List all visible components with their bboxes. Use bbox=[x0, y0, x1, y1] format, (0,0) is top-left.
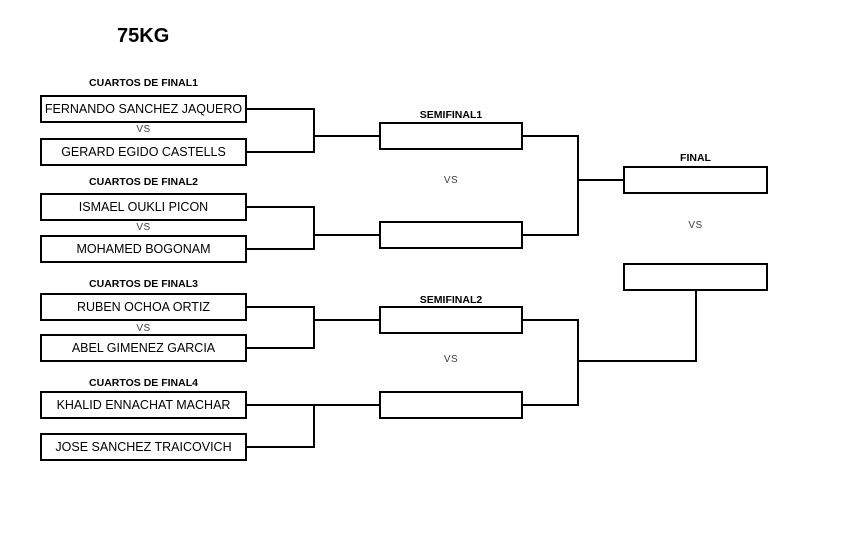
connector-line bbox=[523, 404, 578, 406]
final-slot2-box bbox=[623, 263, 768, 291]
connector-line bbox=[577, 135, 579, 236]
connector-line bbox=[247, 151, 314, 153]
connector-line bbox=[523, 135, 578, 137]
connector-line bbox=[695, 291, 697, 362]
qf4-heading: CUARTOS DE FINAL4 bbox=[89, 377, 198, 389]
connector-line bbox=[247, 306, 314, 308]
qf2-vs-label: VS bbox=[136, 222, 151, 233]
qf3-fighter2-box: ABEL GIMENEZ GARCIA bbox=[40, 334, 247, 362]
sf1-heading: SEMIFINAL1 bbox=[419, 109, 483, 121]
connector-line bbox=[247, 108, 314, 110]
connector-line bbox=[247, 248, 314, 250]
qf2-heading: CUARTOS DE FINAL2 bbox=[89, 176, 198, 188]
qf1-heading: CUARTOS DE FINAL1 bbox=[89, 77, 198, 89]
connector-line bbox=[247, 347, 314, 349]
connector-line bbox=[313, 319, 379, 321]
connector-line bbox=[313, 135, 379, 137]
connector-line bbox=[523, 319, 578, 321]
qf2-fighter1-box: ISMAEL OUKLI PICON bbox=[40, 193, 247, 221]
final-slot1-box bbox=[623, 166, 768, 194]
sf1-slot2-box bbox=[379, 221, 523, 249]
connector-line bbox=[247, 206, 314, 208]
sf2-heading: SEMIFINAL2 bbox=[419, 294, 483, 306]
sf2-slot1-box bbox=[379, 306, 523, 334]
qf3-vs-label: VS bbox=[136, 323, 151, 334]
sf2-slot2-box bbox=[379, 391, 523, 419]
qf1-fighter1-box: FERNANDO SANCHEZ JAQUERO bbox=[40, 95, 247, 123]
qf3-fighter1-box: RUBEN OCHOA ORTIZ bbox=[40, 293, 247, 321]
qf4-fighter1-box: KHALID ENNACHAT MACHAR bbox=[40, 391, 247, 419]
qf4-fighter2-box: JOSE SANCHEZ TRAICOVICH bbox=[40, 433, 247, 461]
connector-line bbox=[313, 206, 315, 250]
final-heading: FINAL bbox=[680, 152, 711, 164]
qf4-vs-label bbox=[40, 420, 247, 434]
connector-line bbox=[577, 319, 579, 406]
connector-line bbox=[313, 306, 315, 349]
connector-line bbox=[313, 404, 315, 448]
final-vs-label: VS bbox=[688, 220, 703, 231]
connector-line bbox=[577, 179, 623, 181]
connector-line bbox=[313, 108, 315, 153]
sf2-vs-label: VS bbox=[443, 354, 459, 365]
qf3-heading: CUARTOS DE FINAL3 bbox=[89, 278, 198, 290]
sf1-slot1-box bbox=[379, 122, 523, 150]
weight-class-title: 75KG bbox=[117, 25, 170, 47]
qf1-vs-label: VS bbox=[136, 124, 151, 135]
qf1-fighter2-box: GERARD EGIDO CASTELLS bbox=[40, 138, 247, 166]
qf2-fighter2-box: MOHAMED BOGONAM bbox=[40, 235, 247, 263]
connector-line bbox=[247, 446, 314, 448]
connector-line bbox=[577, 360, 697, 362]
connector-line bbox=[313, 234, 379, 236]
sf1-vs-label: VS bbox=[443, 175, 459, 186]
connector-line bbox=[523, 234, 578, 236]
